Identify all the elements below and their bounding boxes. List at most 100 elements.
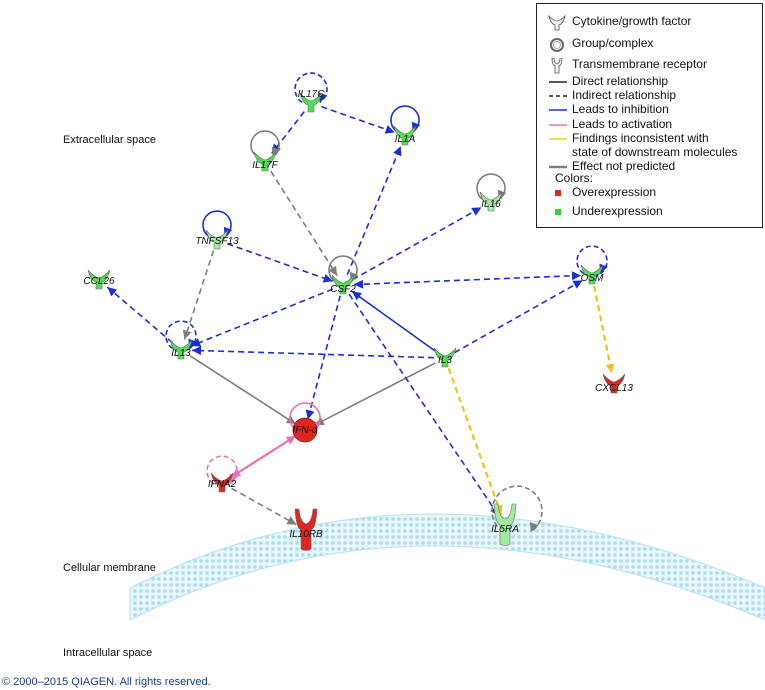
node-label: IFNA2 — [208, 479, 237, 490]
self-loop-IL5RA — [491, 485, 543, 533]
legend-symbol — [549, 124, 567, 126]
node-IL1A[interactable]: IL1A — [393, 125, 417, 146]
receptor-shape — [294, 508, 318, 551]
node-label: CXCL13 — [595, 383, 633, 394]
edge-arrowhead — [286, 516, 297, 525]
cytokine-shape — [331, 274, 355, 295]
edge-arrowhead — [351, 291, 362, 301]
cytokine-shape — [299, 92, 323, 113]
legend-symbol — [549, 109, 567, 111]
edge-IL3-CSF2 — [351, 290, 437, 353]
edge-line — [321, 105, 395, 134]
legend-symbol — [549, 95, 567, 97]
self-loop-arc — [476, 173, 506, 201]
self-loop-arrowhead — [188, 338, 197, 349]
node-IL3[interactable]: IL3 — [433, 347, 457, 368]
legend-label: Leads to activation — [572, 117, 673, 131]
legend-row: Findings inconsistent with — [537, 131, 762, 147]
node-CCL26[interactable]: CCL26 — [83, 269, 115, 290]
cytokine-shape — [602, 373, 626, 394]
node-OSM[interactable]: OSM — [580, 264, 604, 285]
legend-colors-label: Colors: — [555, 171, 594, 185]
edge-line — [307, 295, 341, 420]
group-icon — [550, 38, 564, 52]
cytokine-shape — [169, 339, 193, 360]
edge-arrowhead — [353, 279, 364, 289]
self-loop-arc — [289, 402, 321, 432]
node-label: CCL26 — [83, 276, 115, 287]
node-IL17F[interactable]: IL17F — [252, 151, 279, 172]
node-CSF2[interactable]: CSF2 — [330, 274, 356, 295]
edge-arrowhead — [572, 280, 583, 289]
node-IFNA2[interactable]: IFNA2 — [208, 472, 237, 493]
cytokine-shape — [253, 151, 277, 172]
edge-IL13-IFNa — [189, 355, 297, 425]
receptor-shape — [493, 503, 517, 546]
edge-line — [106, 286, 174, 344]
node-IL17C[interactable]: IL17C — [298, 89, 325, 113]
legend-symbol — [548, 15, 566, 31]
self-loop-arc — [390, 105, 420, 133]
edge-arrowhead — [191, 346, 202, 356]
node-IL13[interactable]: IL13 — [169, 339, 193, 360]
node-CXCL13[interactable]: CXCL13 — [595, 373, 633, 394]
self-loop-arc — [250, 130, 280, 158]
edge-line — [270, 170, 338, 277]
edge-IL3-OSM — [454, 279, 583, 354]
node-label: IL3 — [438, 355, 452, 366]
edge-line — [189, 355, 297, 425]
cytokine-shape — [87, 269, 111, 290]
legend-row: Leads to inhibition — [537, 102, 762, 118]
edge-line — [454, 279, 583, 354]
node-IL5RA[interactable]: IL5RA — [491, 503, 519, 546]
legend-row: Cytokine/growth factor — [537, 14, 762, 31]
edge-IL17C-IL1A — [321, 105, 395, 134]
legend-colors-title: Colors: — [535, 171, 760, 187]
cytokine-shape — [580, 264, 604, 285]
color-swatch — [555, 209, 561, 215]
self-loop-arc — [294, 72, 328, 104]
self-loop-OSM — [576, 245, 608, 275]
node-label: IL10RB — [289, 529, 323, 540]
node-TNFSF13[interactable]: TNFSF13 — [195, 229, 239, 250]
legend-label: Leads to inhibition — [572, 102, 669, 116]
copyright-notice: © 2000–2015 QIAGEN. All rights reserved. — [2, 676, 211, 688]
edge-arrowhead — [384, 125, 395, 134]
color-swatch — [555, 190, 561, 196]
node-IL10RB[interactable]: IL10RB — [289, 508, 323, 551]
edge-CSF2-IFNa — [305, 295, 341, 420]
edge-IL3-IL13 — [191, 346, 435, 359]
legend-color-row: Overexpression — [537, 185, 762, 201]
legend-label: Direct relationship — [572, 74, 669, 88]
self-loop-arc — [491, 485, 543, 533]
legend-label: Cytokine/growth factor — [572, 14, 692, 28]
node-label: CSF2 — [330, 284, 356, 295]
legend-symbol — [550, 38, 564, 52]
cytokine-shape — [433, 347, 457, 368]
edge-arrowhead — [285, 435, 296, 445]
legend-color-label: Overexpression — [572, 185, 657, 199]
cellular-membrane-label: Cellular membrane — [63, 562, 156, 574]
edge-line — [346, 145, 402, 276]
node-IL16[interactable]: IL16 — [479, 191, 503, 212]
edge-line — [353, 274, 582, 286]
edge-arrowhead — [305, 409, 315, 420]
legend-symbol — [549, 165, 567, 169]
intracellular-space-label: Intracellular space — [63, 647, 153, 659]
self-loop-arc — [165, 320, 197, 350]
edge-IL17F-CSF2 — [270, 170, 338, 277]
node-IFNa[interactable]: IFN-α — [292, 417, 318, 443]
legend-row: Transmembrane receptor — [537, 57, 762, 74]
edge-line — [447, 367, 503, 516]
legend-symbol — [551, 58, 563, 74]
legend-row: Effect not predicted — [537, 159, 762, 175]
legend-label: Findings inconsistent with — [572, 131, 709, 145]
node-label: IL5RA — [491, 524, 519, 535]
edge-IFNA2-IL10RB — [231, 487, 297, 526]
legend-label: Transmembrane receptor — [572, 57, 707, 71]
edge-arrowhead — [605, 363, 615, 374]
self-loop-arc — [576, 245, 608, 275]
